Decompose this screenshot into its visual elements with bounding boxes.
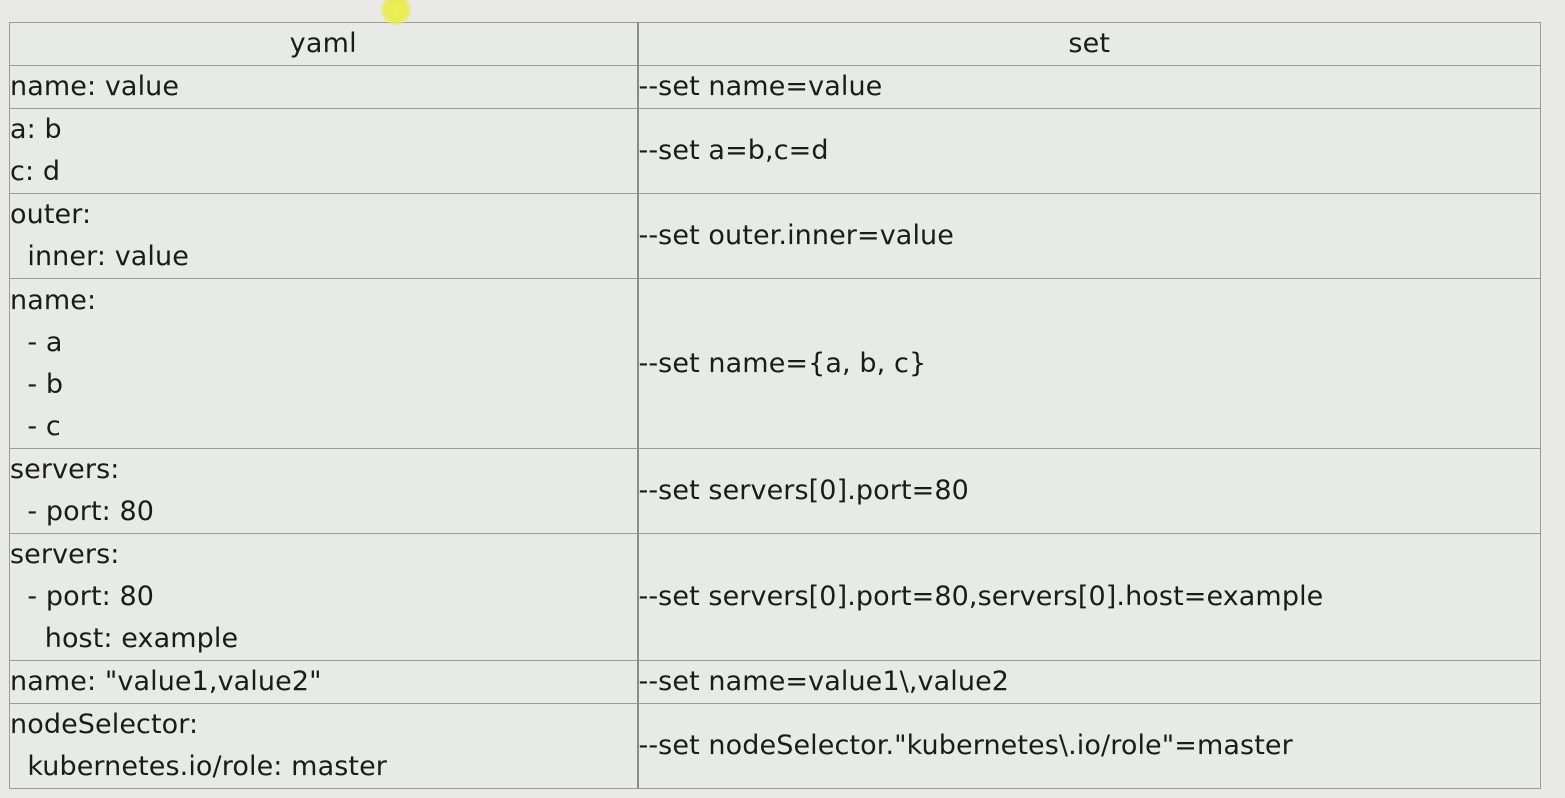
- cell-set: --set name=value1\,value2: [637, 660, 1541, 704]
- cell-yaml: servers: - port: 80 host: example: [9, 533, 639, 661]
- cell-set: --set servers[0].port=80: [637, 448, 1541, 534]
- cell-set: --set a=b,c=d: [637, 108, 1541, 194]
- column-header-set: set: [637, 22, 1541, 66]
- cell-set: --set name={a, b, c}: [637, 278, 1541, 449]
- table-row: name: "value1,value2" --set name=value1\…: [9, 660, 1541, 704]
- table-header-row: yaml set: [9, 22, 1541, 66]
- cell-yaml: name: - a - b - c: [9, 278, 639, 449]
- table-row: name: value --set name=value: [9, 65, 1541, 109]
- cell-yaml: outer: inner: value: [9, 193, 639, 279]
- table-row: nodeSelector: kubernetes.io/role: master…: [9, 703, 1541, 789]
- cell-yaml: servers: - port: 80: [9, 448, 639, 534]
- cell-yaml: name: value: [9, 65, 639, 109]
- table-header: yaml set: [9, 22, 1541, 66]
- cell-yaml: name: "value1,value2": [9, 660, 639, 704]
- table-body: name: value --set name=value a: b c: d -…: [9, 65, 1541, 789]
- column-header-yaml: yaml: [9, 22, 639, 66]
- cell-set: --set nodeSelector."kubernetes\.io/role"…: [637, 703, 1541, 789]
- cell-set: --set servers[0].port=80,servers[0].host…: [637, 533, 1541, 661]
- cell-set: --set name=value: [637, 65, 1541, 109]
- cell-yaml: a: b c: d: [9, 108, 639, 194]
- table-row: outer: inner: value --set outer.inner=va…: [9, 193, 1541, 279]
- yaml-to-set-mapping-table: yaml set name: value --set name=value a:…: [9, 22, 1541, 789]
- table-row: servers: - port: 80 --set servers[0].por…: [9, 448, 1541, 534]
- table-row: servers: - port: 80 host: example --set …: [9, 533, 1541, 661]
- cell-yaml: nodeSelector: kubernetes.io/role: master: [9, 703, 639, 789]
- table-row: name: - a - b - c --set name={a, b, c}: [9, 278, 1541, 449]
- cell-set: --set outer.inner=value: [637, 193, 1541, 279]
- table-row: a: b c: d --set a=b,c=d: [9, 108, 1541, 194]
